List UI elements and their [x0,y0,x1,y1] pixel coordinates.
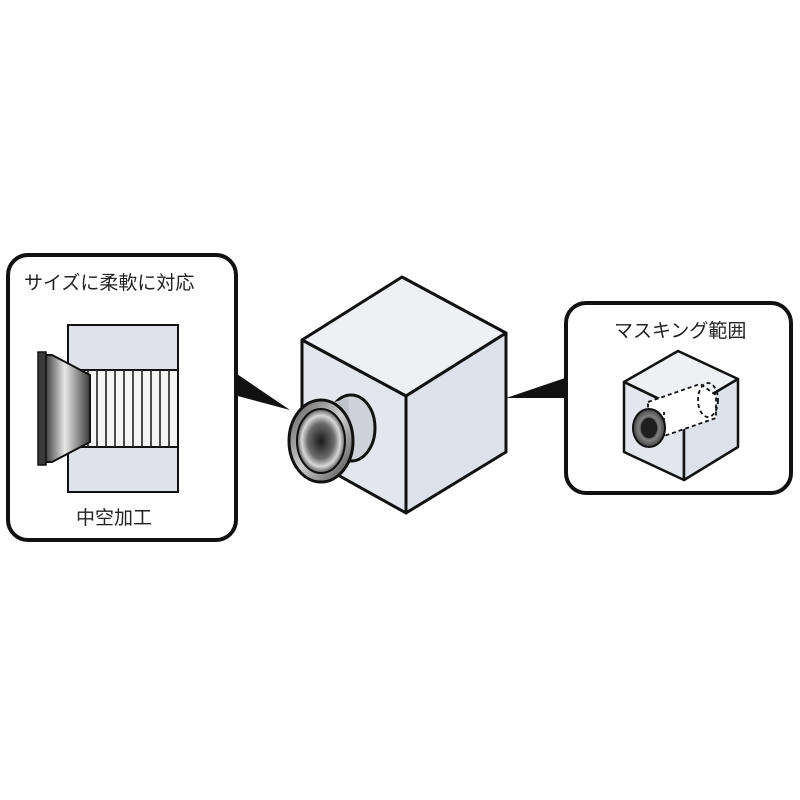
left-callout-panel: サイズに柔軟に対応 [6,253,290,542]
right-callout-pointer [506,377,568,398]
masking-plug-side [37,351,91,466]
right-panel-title: マスキング範囲 [614,320,746,342]
threaded-hole [632,408,666,448]
masking-plug [287,393,377,484]
cube-side-face [404,331,508,515]
hollow-block-illustration [37,324,179,493]
right-callout-panel: マスキング範囲 [506,301,793,495]
left-panel-title: サイズに柔軟に対応 [24,272,194,294]
left-panel-caption: 中空加工 [76,507,152,529]
left-callout-pointer [234,372,290,410]
